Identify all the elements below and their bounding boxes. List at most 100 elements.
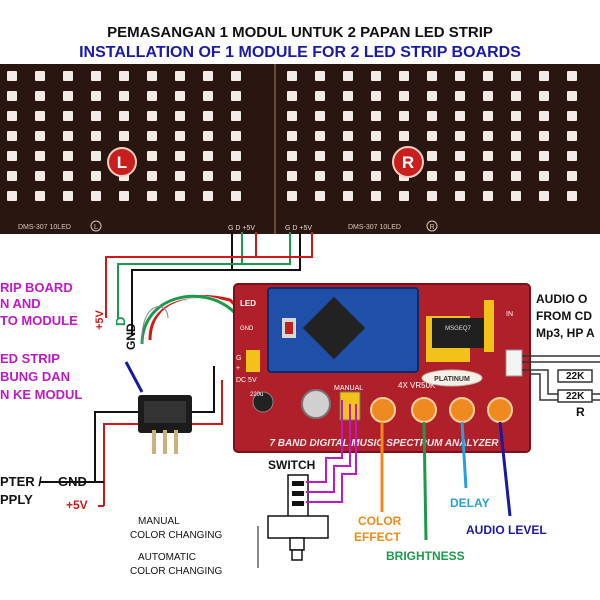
- led-pixel: [511, 191, 521, 201]
- led-pixel: [35, 131, 45, 141]
- microcontroller-chip: [302, 296, 366, 360]
- jst-connector: [138, 294, 242, 454]
- led-pixel: [231, 131, 241, 141]
- led-pixel: [147, 91, 157, 101]
- led-pixel: [35, 91, 45, 101]
- led-pixel: [7, 151, 17, 161]
- pot-audio-level: [487, 397, 513, 423]
- led-pixel: [371, 191, 381, 201]
- led-pixel: [147, 131, 157, 141]
- led-pixel: [483, 91, 493, 101]
- led-pixel: [231, 171, 241, 181]
- led-pixel: [231, 191, 241, 201]
- module-title: 7 BAND DIGITAL MUSIC SPECTRUM ANALYZER: [269, 438, 499, 449]
- led-pixel: [427, 111, 437, 121]
- led-pixel: [63, 71, 73, 81]
- led-pixel: [175, 91, 185, 101]
- led-pixel: [147, 171, 157, 181]
- led-pixel: [343, 131, 353, 141]
- svg-text:G: G: [236, 355, 241, 362]
- audio-text-3: Mp3, HP A: [536, 326, 595, 340]
- led-pixel: [63, 131, 73, 141]
- led-pixel: [483, 111, 493, 121]
- led-pixel: [343, 191, 353, 201]
- pot-brightness: [411, 397, 437, 423]
- led-pixel: [287, 151, 297, 161]
- switch-manual-1: MANUAL: [138, 516, 180, 527]
- led-pixel: [287, 71, 297, 81]
- led-pixel: [427, 151, 437, 161]
- led-pixel: [119, 191, 129, 201]
- led-pixel: [203, 131, 213, 141]
- led-pixel: [455, 191, 465, 201]
- switch-title: SWITCH: [268, 458, 316, 472]
- led-pixel: [175, 111, 185, 121]
- led-pixel: [63, 111, 73, 121]
- led-pixel: [371, 111, 381, 121]
- led-pixel: [175, 151, 185, 161]
- led-pixel: [175, 171, 185, 181]
- led-pixel: [35, 191, 45, 201]
- led-header-label: LED: [240, 299, 256, 308]
- wire-gnd-label: GND: [124, 323, 138, 350]
- svg-text:MSGEQ7: MSGEQ7: [445, 326, 471, 332]
- led-pixel: [343, 71, 353, 81]
- led-pixel: [343, 111, 353, 121]
- led-pixel: [371, 151, 381, 161]
- led-pixel: [175, 131, 185, 141]
- led-pixel: [455, 111, 465, 121]
- led-pixel: [343, 171, 353, 181]
- led-pixel: [287, 131, 297, 141]
- led-pixel: [7, 131, 17, 141]
- switch-auto-2: COLOR CHANGING: [130, 566, 223, 577]
- led-pixel: [63, 191, 73, 201]
- led-pixel: [147, 71, 157, 81]
- resistor-label-1: 22K: [566, 371, 585, 382]
- resistor-label-2: 22K: [566, 391, 585, 402]
- led-pixel: [119, 91, 129, 101]
- manual-label: MANUAL: [334, 385, 363, 392]
- led-pixel: [315, 71, 325, 81]
- left-board-mark: L: [94, 224, 98, 231]
- adapter-text-2: PPLY: [0, 492, 33, 507]
- strip-board-text-3: TO MODULE: [0, 313, 78, 328]
- left-board-letter: L: [117, 153, 127, 172]
- svg-text:+: +: [236, 365, 240, 372]
- led-pixel: [539, 91, 549, 101]
- audio-input: [522, 355, 600, 403]
- led-pixel: [63, 151, 73, 161]
- led-pixel: [539, 151, 549, 161]
- led-pixel: [91, 111, 101, 121]
- led-pixel: [147, 191, 157, 201]
- led-strip-boards: L R DMS-307 10LED L DMS-307 10LED R G D …: [0, 64, 600, 234]
- led-pixel: [483, 191, 493, 201]
- led-pixel: [35, 71, 45, 81]
- led-pixel: [343, 91, 353, 101]
- led-pixel: [567, 191, 577, 201]
- led-pixel: [91, 151, 101, 161]
- led-pixel: [203, 111, 213, 121]
- led-pixel: [147, 111, 157, 121]
- audio-level-label: AUDIO LEVEL: [466, 523, 547, 537]
- right-board-code: DMS-307 10LED: [348, 224, 401, 231]
- led-pixel: [511, 71, 521, 81]
- led-pixel: [483, 151, 493, 161]
- led-pixel: [203, 171, 213, 181]
- led-pixel: [371, 131, 381, 141]
- delay-label: DELAY: [450, 496, 490, 510]
- wire-plus5-label: +5V: [94, 310, 106, 330]
- led-pixel: [63, 171, 73, 181]
- spectrum-module: MSGEQ7 PLATINUM 7 BAND DIGITAL MUSIC SPE…: [233, 283, 531, 453]
- title-english: INSTALLATION OF 1 MODULE FOR 2 LED STRIP…: [79, 44, 521, 61]
- svg-text:220u: 220u: [250, 392, 263, 398]
- led-pixel: [91, 91, 101, 101]
- led-pixel: [483, 71, 493, 81]
- led-pixel: [539, 111, 549, 121]
- led-pixel: [231, 71, 241, 81]
- led-pixel: [119, 111, 129, 121]
- led-pixel: [91, 131, 101, 141]
- left-board-marker: [107, 147, 137, 177]
- msgeq7-chip: [432, 318, 484, 348]
- led-pixel: [315, 91, 325, 101]
- right-channel-label: R: [576, 405, 585, 419]
